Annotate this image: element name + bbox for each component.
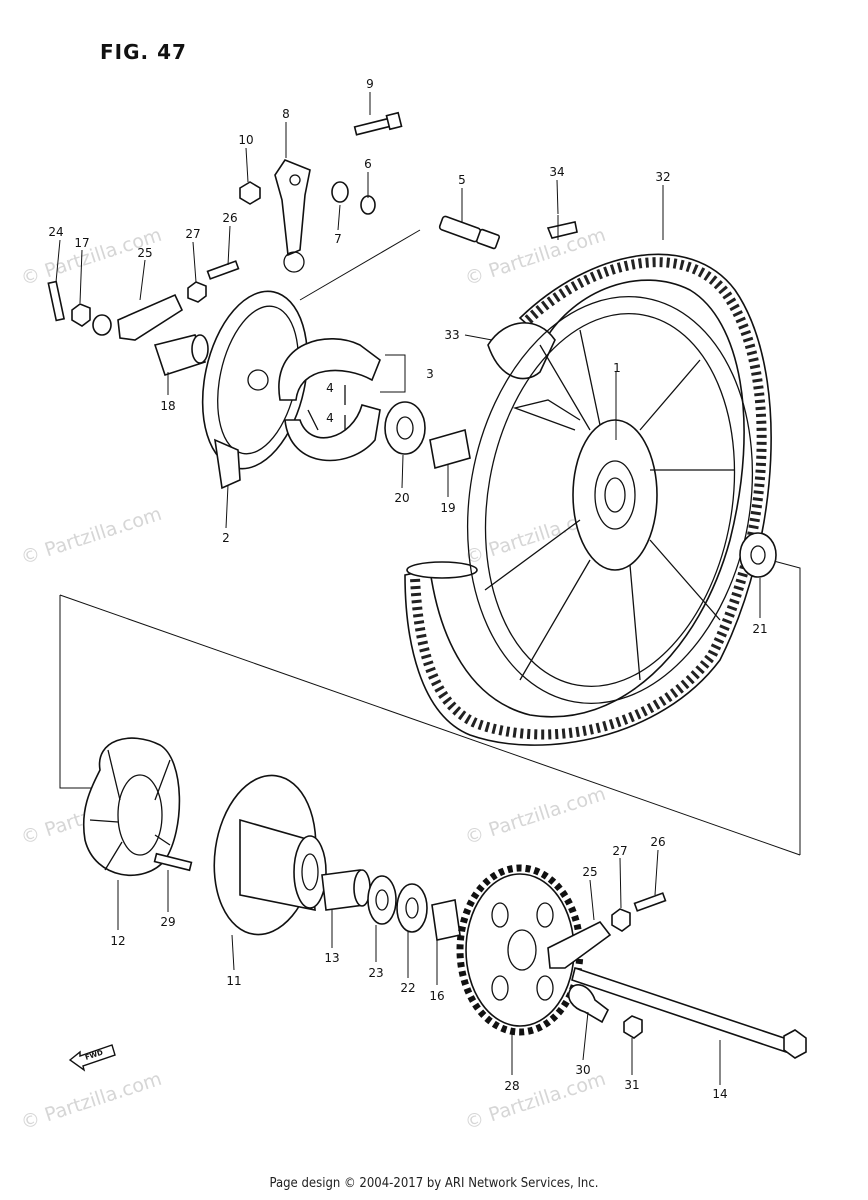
callout-7: 7 [334,232,342,246]
chain-puller [568,984,643,1039]
callout-2: 2 [222,531,230,545]
small-hardware [239,181,376,215]
bolt [353,111,403,136]
callout-13: 13 [324,951,339,965]
callout-9: 9 [366,77,374,91]
callout-33: 33 [444,328,459,342]
callout-30: 30 [575,1063,590,1077]
fwd-arrow-icon: FWD [68,1044,116,1072]
callout-11: 11 [226,974,241,988]
callout-26b: 26 [650,835,665,849]
cam-lever [274,159,311,273]
callout-23: 23 [368,966,383,980]
callout-27a: 27 [185,227,200,241]
brake-shoes [278,338,381,462]
callout-1: 1 [613,361,621,375]
hub [213,774,327,936]
axle-sleeve [321,869,371,911]
callout-4a: 4 [326,381,334,395]
right-adjuster [547,892,667,969]
callout-8: 8 [282,107,290,121]
footer-credit: Page design © 2004-2017 by ARI Network S… [269,1176,599,1191]
callout-10: 10 [238,133,253,147]
left-adjuster [47,260,240,341]
callout-26a: 26 [222,211,237,225]
callout-17: 17 [74,236,89,250]
assembly-lines [59,229,801,856]
leader-lines [55,92,761,1085]
axle [571,966,807,1059]
bearing-right [739,532,777,578]
callout-27b: 27 [612,844,627,858]
callout-6: 6 [364,157,372,171]
stud [153,852,193,872]
spacer [153,334,209,377]
damper [82,737,181,877]
callout-16: 16 [429,989,444,1003]
callout-18: 18 [160,399,175,413]
callout-20: 20 [394,491,409,505]
brake-panel [201,290,309,490]
callout-31: 31 [624,1078,639,1092]
wheel [466,296,754,704]
callout-24: 24 [48,225,63,239]
callouts: 1 2 3 4 4 5 6 7 8 9 10 11 12 13 14 16 17… [48,77,767,1101]
valve [438,215,501,250]
callout-25b: 25 [582,865,597,879]
callout-19: 19 [440,501,455,515]
callout-5: 5 [458,173,466,187]
tire [404,253,772,746]
callout-28: 28 [504,1079,519,1093]
callout-32: 32 [655,170,670,184]
callout-22: 22 [400,981,415,995]
hub-bearings [367,875,461,941]
callout-4b: 4 [326,411,334,425]
callout-14: 14 [712,1087,727,1101]
callout-21: 21 [752,622,767,636]
callout-29: 29 [160,915,175,929]
callout-12: 12 [110,934,125,948]
clip [546,215,578,240]
callout-3: 3 [426,367,434,381]
callout-34: 34 [549,165,564,179]
figure-title: FIG. 47 [100,40,187,64]
callout-25a: 25 [137,246,152,260]
bearing-spacer [384,401,471,470]
